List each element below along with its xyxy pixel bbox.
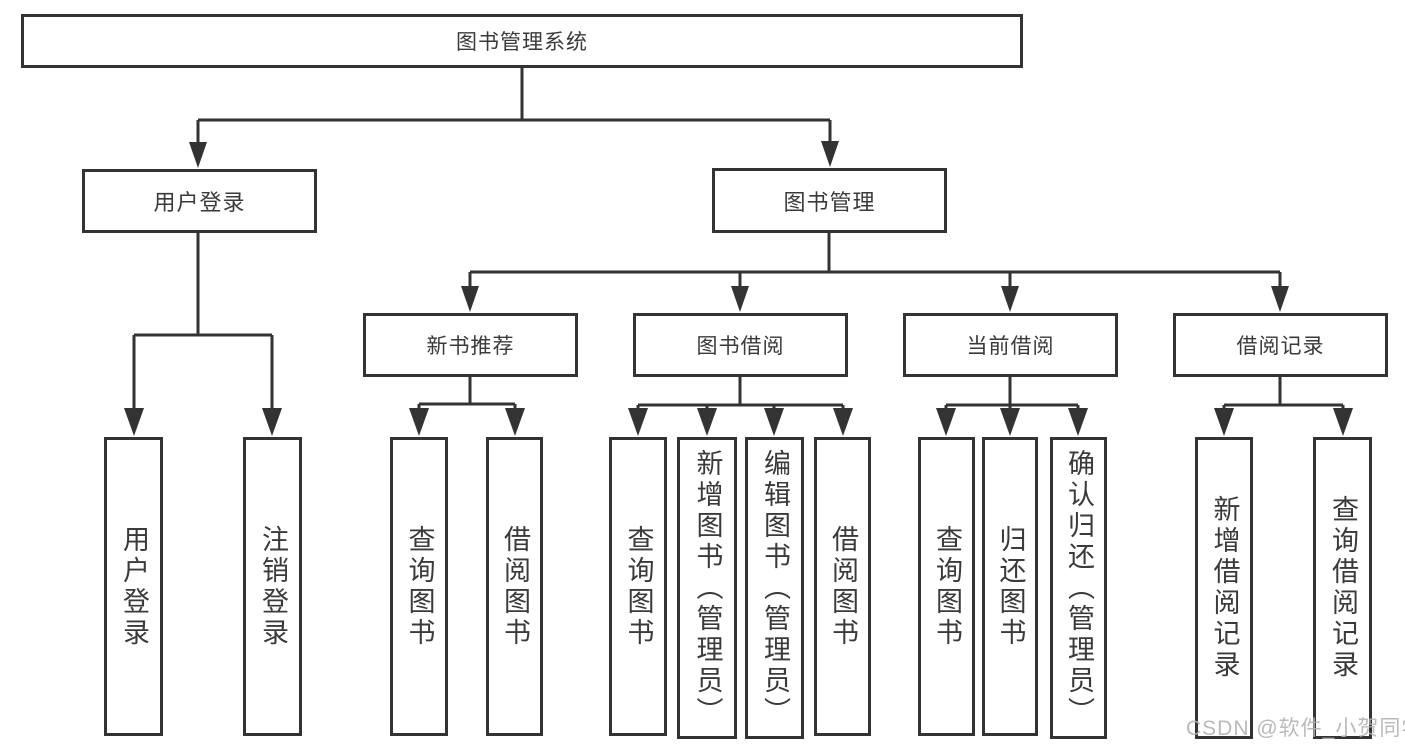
watermark: CSDN @软件_小贺同学: [1186, 717, 1405, 740]
node-new-book-recommend: 新书推荐: [363, 313, 578, 377]
node-book-management-label: 图书管理: [783, 189, 876, 215]
node-current-return-books-label: 归还图书: [995, 524, 1026, 649]
node-current-confirm-return-admin-label: 确认归还（管理员）: [1064, 448, 1094, 728]
node-book-borrow: 图书借阅: [633, 313, 848, 377]
node-book-borrow-label: 图书借阅: [696, 335, 785, 358]
node-current-borrow-label: 当前借阅: [966, 335, 1055, 358]
node-new-book-recommend-label: 新书推荐: [426, 335, 515, 358]
node-borrow-records: 借阅记录: [1173, 313, 1388, 377]
node-current-query-books-label: 查询图书: [932, 524, 962, 649]
node-records-query-record: 查询借阅记录: [1313, 437, 1372, 739]
node-logout: 注销登录: [243, 437, 302, 736]
node-borrow-add-books-admin-label: 新增图书（管理员）: [692, 448, 723, 728]
node-user-login: 用户登录: [82, 169, 317, 233]
node-borrow-borrow-books-label: 借阅图书: [828, 524, 858, 649]
node-records-add-record-label: 新增借阅记录: [1209, 495, 1240, 681]
node-borrow-query-books: 查询图书: [609, 437, 667, 736]
node-current-query-books: 查询图书: [918, 437, 975, 736]
node-current-borrow: 当前借阅: [903, 313, 1118, 377]
node-records-add-record: 新增借阅记录: [1195, 437, 1253, 739]
node-user-login-leaf: 用户登录: [104, 437, 163, 736]
node-newbooks-query-books: 查询图书: [390, 437, 448, 736]
node-newbooks-borrow-books-label: 借阅图书: [500, 524, 530, 649]
node-root: 图书管理系统: [21, 14, 1023, 68]
node-current-return-books: 归还图书: [982, 437, 1038, 736]
node-borrow-add-books-admin: 新增图书（管理员）: [677, 437, 737, 739]
node-borrow-edit-books-admin: 编辑图书（管理员）: [745, 437, 804, 739]
node-borrow-records-label: 借阅记录: [1236, 335, 1325, 358]
node-borrow-edit-books-admin-label: 编辑图书（管理员）: [760, 448, 790, 728]
node-records-query-record-label: 查询借阅记录: [1328, 495, 1358, 681]
node-borrow-borrow-books: 借阅图书: [814, 437, 871, 736]
node-book-management: 图书管理: [712, 168, 947, 233]
node-root-label: 图书管理系统: [456, 31, 588, 54]
node-user-login-label: 用户登录: [153, 190, 246, 215]
node-newbooks-borrow-books: 借阅图书: [486, 437, 543, 736]
node-borrow-query-books-label: 查询图书: [623, 524, 654, 649]
node-current-confirm-return-admin: 确认归还（管理员）: [1050, 437, 1107, 739]
node-newbooks-query-books-label: 查询图书: [404, 524, 435, 649]
node-user-login-leaf-label: 用户登录: [119, 524, 149, 649]
arrowheads: [124, 141, 1353, 436]
node-logout-label: 注销登录: [258, 524, 288, 649]
